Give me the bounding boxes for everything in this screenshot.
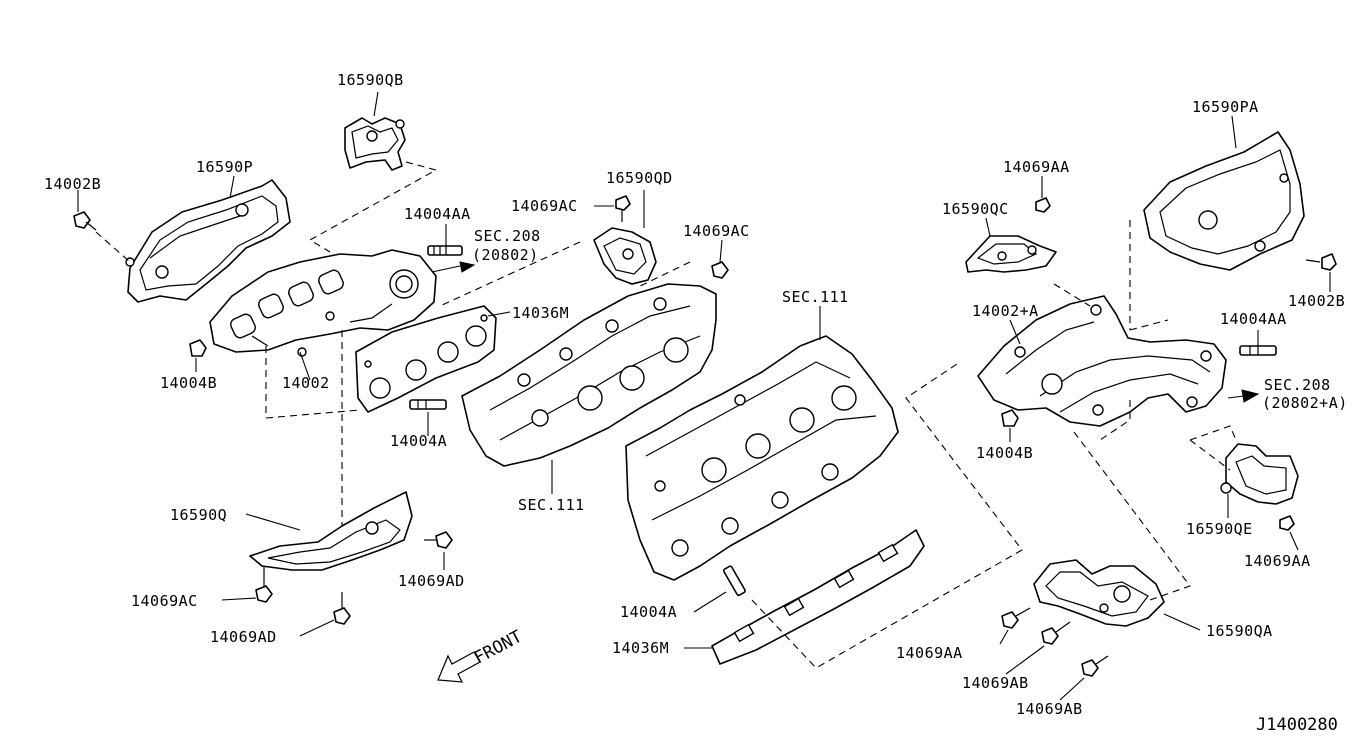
label-16590QC: 16590QC bbox=[942, 200, 1009, 218]
bolt-14069AD-bottom bbox=[333, 592, 351, 625]
stud-14004AA-right bbox=[1239, 345, 1277, 356]
label-14002A: 14002+A bbox=[972, 302, 1039, 320]
label-14004AA-right: 14004AA bbox=[1220, 310, 1287, 328]
exhaust-manifold-14002 bbox=[209, 249, 437, 357]
stud-14004A-mid bbox=[409, 399, 447, 410]
heat-shield-16590QE bbox=[1220, 443, 1299, 505]
label-sec208-right: SEC.208 bbox=[1264, 376, 1331, 394]
label-14004AA-left: 14004AA bbox=[404, 205, 471, 223]
heat-shield-16590QB bbox=[344, 117, 406, 171]
label-14002: 14002 bbox=[282, 374, 330, 392]
bolt-14069AA-top bbox=[1035, 197, 1051, 213]
label-16590QD: 16590QD bbox=[606, 169, 673, 187]
label-14004A-mid: 14004A bbox=[390, 432, 447, 450]
label-14069AC-right: 14069AC bbox=[683, 222, 750, 240]
label-16590Q: 16590Q bbox=[170, 506, 227, 524]
label-sec111-left: SEC.111 bbox=[518, 496, 585, 514]
bolt-14002B-left bbox=[73, 211, 97, 231]
label-14004A-bottom: 14004A bbox=[620, 603, 677, 621]
bolt-14069AC-bottom bbox=[255, 566, 273, 603]
bolt-14069AB-a bbox=[1041, 621, 1071, 645]
label-14036M-top: 14036M bbox=[512, 304, 569, 322]
heat-shield-16590P bbox=[125, 179, 291, 303]
nut-14004B-left bbox=[189, 339, 207, 357]
bolt-14069AD-right bbox=[424, 531, 453, 549]
label-16590QA: 16590QA bbox=[1206, 622, 1273, 640]
sec208-arrow-right bbox=[1227, 389, 1260, 403]
bolt-14069AA-right bbox=[1279, 515, 1295, 531]
label-16590QB: 16590QB bbox=[337, 71, 404, 89]
bolt-14069AB-b bbox=[1081, 655, 1109, 677]
heat-shield-16590QD bbox=[593, 227, 657, 285]
heat-shield-16590QA bbox=[1033, 559, 1165, 627]
stud-14004AA-left bbox=[427, 245, 463, 256]
sec208-arrow-left bbox=[431, 261, 476, 273]
label-14002B-right: 14002B bbox=[1288, 292, 1345, 310]
label-14069AC-bottom: 14069AC bbox=[131, 592, 198, 610]
bolt-14069AC-top bbox=[615, 195, 631, 222]
label-14036M-bottom: 14036M bbox=[612, 639, 669, 657]
label-14069AA-top: 14069AA bbox=[1003, 158, 1070, 176]
stud-14004A-bottom bbox=[722, 565, 746, 597]
bolt-14069AC-right bbox=[711, 261, 729, 279]
label-sec208-left: SEC.208 bbox=[474, 227, 541, 245]
front-arrow bbox=[437, 651, 481, 683]
label-14069AB-b: 14069AB bbox=[1016, 700, 1083, 718]
label-14069AD-right: 14069AD bbox=[398, 572, 465, 590]
label-sec208-right-sub: (20802+A) bbox=[1262, 394, 1348, 412]
nut-14004B-right bbox=[1001, 409, 1019, 427]
heat-shield-16590PA bbox=[1143, 131, 1305, 271]
label-16590PA: 16590PA bbox=[1192, 98, 1259, 116]
label-14069AD-bottom: 14069AD bbox=[210, 628, 277, 646]
bolt-14069AA-bottom bbox=[1001, 607, 1031, 629]
diagram-id-label: J1400280 bbox=[1256, 715, 1338, 735]
label-14069AA-right: 14069AA bbox=[1244, 552, 1311, 570]
heat-shield-16590QC bbox=[965, 235, 1057, 273]
heat-shield-16590Q bbox=[249, 491, 413, 571]
label-14004B-left: 14004B bbox=[160, 374, 217, 392]
label-sec111-center: SEC.111 bbox=[782, 288, 849, 306]
label-16590P: 16590P bbox=[196, 158, 253, 176]
gasket-14036M-left bbox=[355, 305, 497, 413]
label-14004B-right: 14004B bbox=[976, 444, 1033, 462]
cylinder-head-left bbox=[461, 283, 717, 467]
gasket-14036M-bottom bbox=[711, 529, 925, 665]
label-14069AB-a: 14069AB bbox=[962, 674, 1029, 692]
label-14002B-left: 14002B bbox=[44, 175, 101, 193]
label-16590QE: 16590QE bbox=[1186, 520, 1253, 538]
label-sec208-left-sub: (20802) bbox=[472, 246, 539, 264]
cylinder-head-center bbox=[625, 335, 899, 581]
exhaust-manifold-14002A bbox=[977, 295, 1227, 427]
label-front: FRONT bbox=[471, 627, 526, 669]
label-14069AA-bottom: 14069AA bbox=[896, 644, 963, 662]
bolt-14002B-right bbox=[1305, 253, 1337, 271]
label-14069AC-top: 14069AC bbox=[511, 197, 578, 215]
